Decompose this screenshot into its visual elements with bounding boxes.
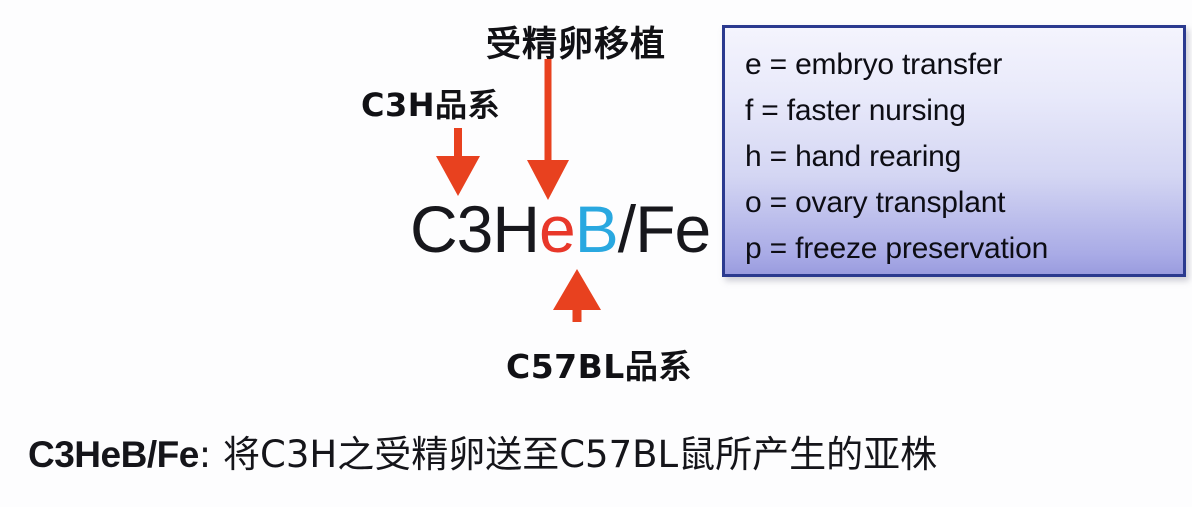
annotation-label-embryo-transfer: 受精卵移植 — [486, 25, 667, 65]
strain-name: C3HeB/Fe — [410, 196, 711, 262]
strain-name-prefix: C3H — [410, 192, 540, 266]
legend-box: e = embryo transfer f = faster nursing h… — [722, 25, 1186, 277]
strain-name-b: B — [574, 192, 619, 266]
legend-line-h: h = hand rearing — [745, 140, 962, 173]
annotation-label-c3h-strain: C3H品系 — [361, 86, 501, 124]
arrow-up-icon — [553, 269, 601, 322]
caption-description: : 将C3H之受精卵送至C57BL鼠所产生的亚株 — [198, 433, 938, 476]
caption-code: C3HeB/Fe — [28, 434, 199, 475]
arrow-down-short-icon — [436, 128, 480, 196]
legend-line-e: e = embryo transfer — [745, 48, 1003, 81]
strain-name-e: e — [539, 192, 576, 266]
legend-line-p: p = freeze preservation — [745, 232, 1049, 265]
legend-line-f: f = faster nursing — [745, 94, 966, 127]
legend-line-o: o = ovary transplant — [745, 186, 1006, 219]
caption: C3HeB/Fe: 将C3H之受精卵送至C57BL鼠所产生的亚株 — [28, 432, 937, 478]
strain-name-suffix: /Fe — [617, 192, 711, 266]
annotation-label-c57bl-strain: C57BL品系 — [506, 347, 692, 386]
arrow-down-long-icon — [527, 59, 569, 200]
